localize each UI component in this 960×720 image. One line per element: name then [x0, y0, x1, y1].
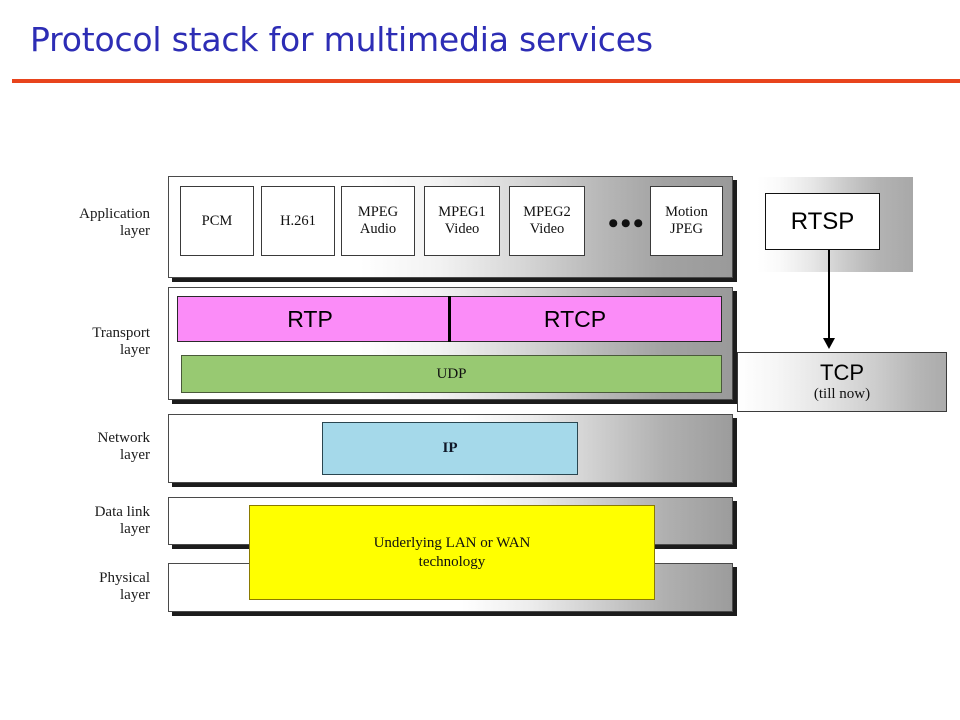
transport-udp-bar: UDP — [181, 355, 722, 393]
rtcp-label: RTCP — [543, 306, 607, 332]
protocol-box-motion-jpeg: Motion JPEG — [650, 186, 723, 256]
layer-label-network: Network layer — [97, 430, 151, 463]
title-divider — [12, 79, 960, 83]
layer-label-transport: Transport layer — [92, 325, 150, 358]
layer-label-application: Application layer — [79, 206, 150, 239]
rtp-label: RTP — [287, 306, 333, 332]
rtsp-box: RTSP — [765, 193, 880, 250]
rtsp-to-tcp-arrow-line — [828, 250, 830, 340]
protocol-box-mpeg2-video: MPEG2 Video — [509, 186, 585, 256]
page-title: Protocol stack for multimedia services — [30, 20, 653, 59]
ellipsis-icon: ••• — [608, 207, 646, 240]
network-ip-box: IP — [322, 422, 578, 475]
protocol-box-mpeg-audio: MPEG Audio — [341, 186, 415, 256]
layer-label-datalink: Data link layer — [94, 504, 150, 537]
tcp-note: (till now) — [813, 386, 871, 402]
layer-label-physical: Physical layer — [99, 570, 150, 603]
tcp-label: TCP — [820, 360, 864, 385]
underlying-lan-wan-box: Underlying LAN or WAN technology — [249, 505, 655, 600]
protocol-box-pcm: PCM — [180, 186, 254, 256]
rtsp-to-tcp-arrow-head — [823, 338, 835, 349]
tcp-box: TCP (till now) — [737, 352, 947, 412]
protocol-box-h261: H.261 — [261, 186, 335, 256]
rtp-rtcp-divider — [448, 296, 451, 342]
protocol-box-mpeg1-video: MPEG1 Video — [424, 186, 500, 256]
